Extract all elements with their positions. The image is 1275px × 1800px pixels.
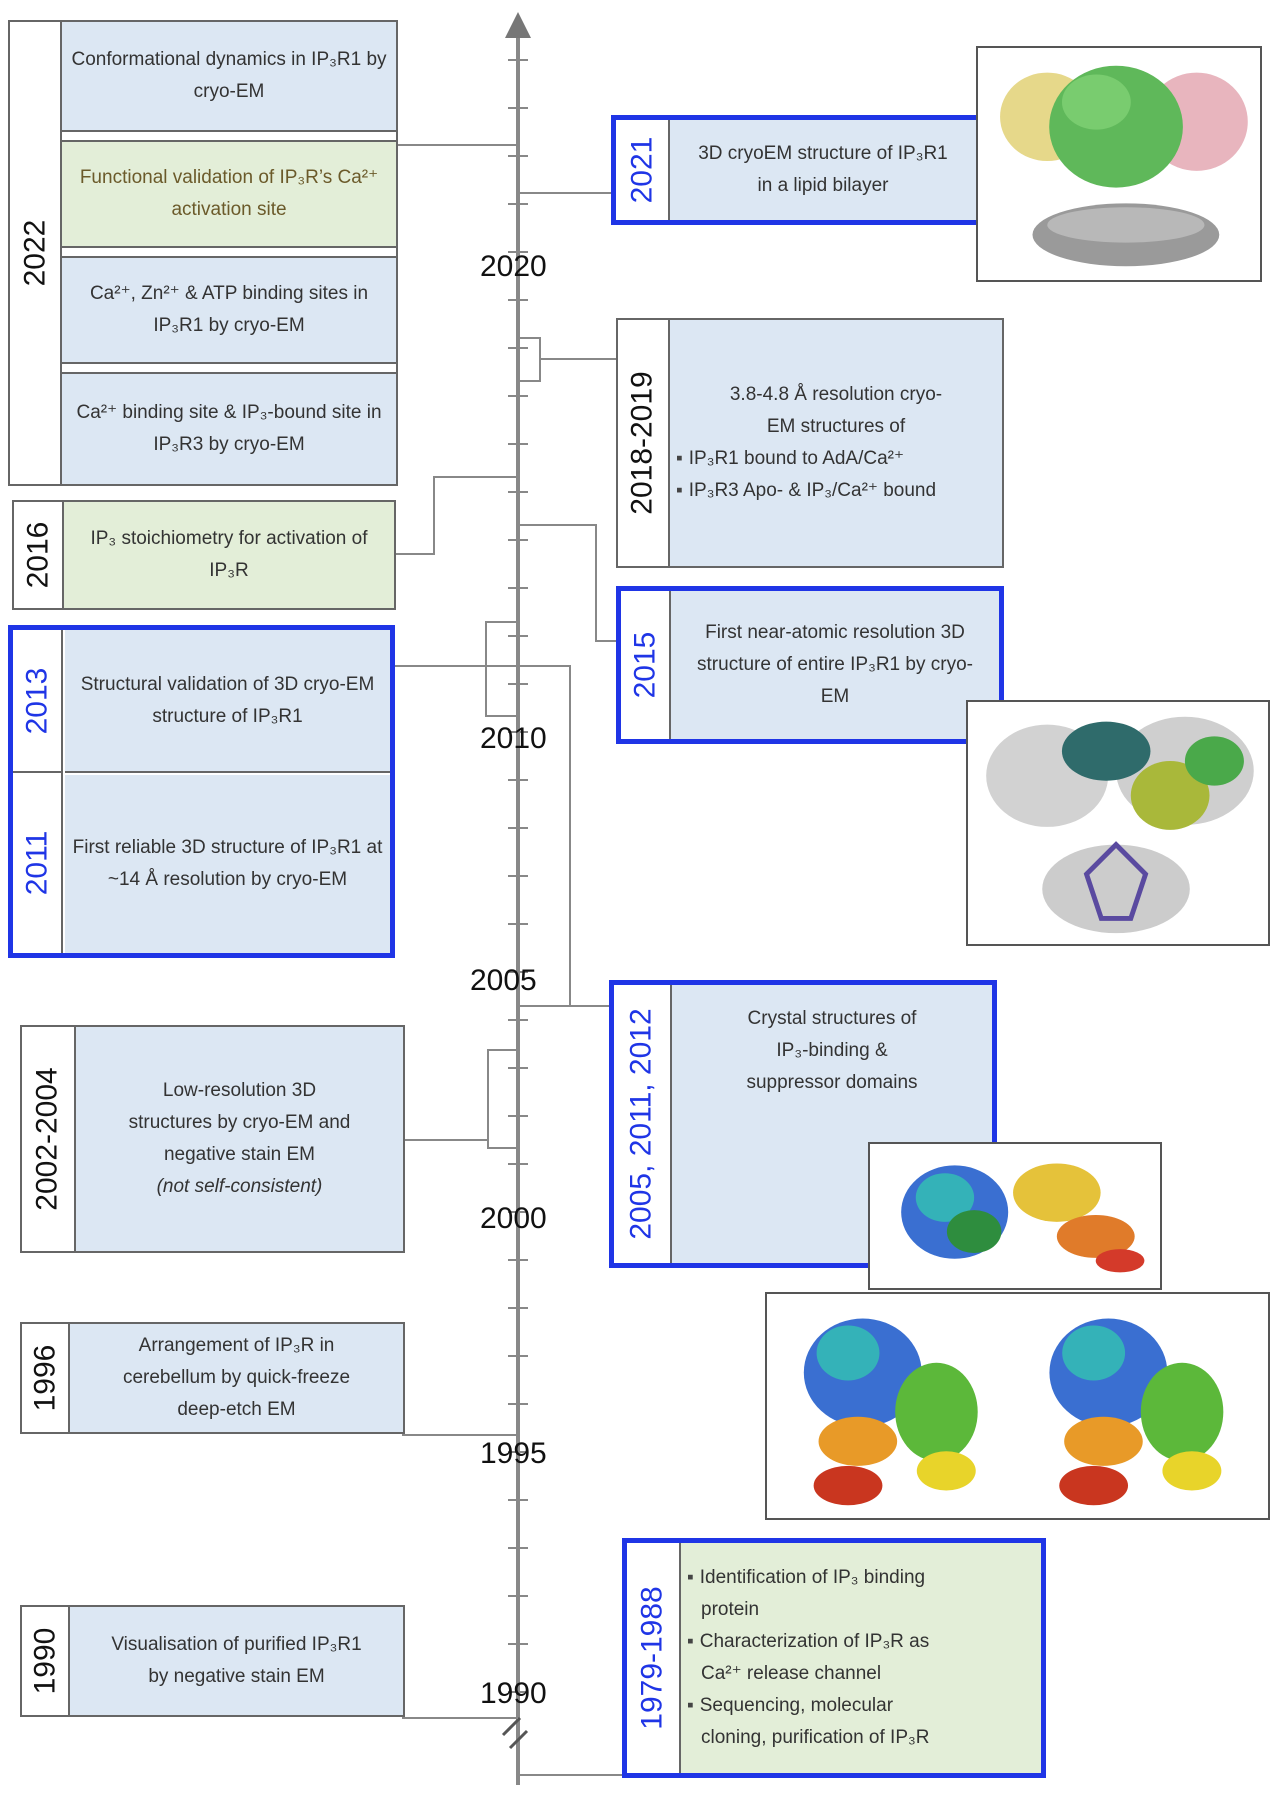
tick-label-2005: 2005 [470,964,537,997]
event-resolution-structures-text: 3.8-4.8 Å resolution cryo-EM structures … [729,384,943,437]
group-1996: 1996 Arrangement of IP₃R in cerebellum b… [20,1322,405,1434]
event-arrangement-cerebellum: Arrangement of IP₃R in cerebellum by qui… [70,1324,403,1432]
event-bullet-characterization-cont: Ca²⁺ release channel [701,1663,882,1684]
tick-label-2010: 2010 [480,722,547,755]
event-bullet-ip3r3-apo: IP₃R3 Apo- & IP₃/Ca²⁺ bound [676,475,936,507]
event-visualisation-purified: Visualisation of purified IP₃R1 by negat… [70,1607,403,1715]
event-lipid-bilayer: 3D cryoEM structure of IP₃R1 in a lipid … [670,120,976,220]
event-structural-validation: Structural validation of 3D cryo-EM stru… [65,630,390,773]
event-low-resolution: Low-resolution 3D structures by cryo-EM … [76,1027,403,1251]
year-label-2013: 2013 [13,630,63,773]
group-1990: 1990 Visualisation of purified IP₃R1 by … [20,1605,405,1717]
event-bullet-sequencing: Sequencing, molecular [687,1690,893,1722]
year-label-2002-2004: 2002-2004 [22,1027,76,1251]
group-2002-2004: 2002-2004 Low-resolution 3D structures b… [20,1025,405,1253]
group-2016: 2016 IP₃ stoichiometry for activation of… [12,500,396,610]
year-label-2015: 2015 [621,591,671,739]
event-bullet-sequencing-cont: cloning, purification of IP₃R [701,1727,930,1748]
event-binding-sites-ip3r1: Ca²⁺, Zn²⁺ & ATP binding sites in IP₃R1 … [62,256,396,364]
group-1979-1988: 1979-1988 Identification of IP₃ binding … [622,1538,1046,1778]
event-low-resolution-text: Low-resolution 3D structures by cryo-EM … [128,1080,351,1165]
axis-break-icon [501,1716,522,1737]
event-functional-validation: Functional validation of IP₃R’s Ca²⁺ act… [62,140,396,248]
event-first-reliable-3d: First reliable 3D structure of IP₃R1 at … [65,775,390,953]
event-early-identification: Identification of IP₃ binding protein Ch… [681,1543,1041,1773]
event-conformational-dynamics: Conformational dynamics in IP₃R1 by cryo… [62,22,396,132]
group-2015: 2015 First near-atomic resolution 3D str… [616,586,1004,744]
event-binding-site-ip3r3: Ca²⁺ binding site & IP₃-bound site in IP… [62,372,396,484]
event-bullet-characterization: Characterization of IP₃R as [687,1626,930,1658]
year-label-2022: 2022 [10,22,62,484]
year-label-2011: 2011 [13,773,63,953]
event-bullet-ip3r1-ada: IP₃R1 bound to AdA/Ca²⁺ [676,443,904,475]
event-bullet-identification-cont: protein [701,1599,760,1620]
year-label-1990: 1990 [22,1607,70,1715]
group-2022: 2022 Conformational dynamics in IP₃R1 by… [8,20,398,486]
tick-label-2000: 2000 [480,1202,547,1235]
year-label-2018-2019: 2018-2019 [618,320,670,566]
group-2013-2011: 2013 Structural validation of 3D cryo-EM… [8,625,395,958]
cryoem-structure-image-2021 [976,46,1262,282]
year-label-1996: 1996 [22,1324,70,1432]
tick-label-1990: 1990 [480,1677,547,1710]
crystal-structure-image-1 [868,1142,1162,1290]
event-near-atomic: First near-atomic resolution 3D structur… [671,591,999,739]
axis-arrow-icon [505,12,531,38]
tick-label-2020: 2020 [480,250,547,283]
event-ip3-stoichiometry: IP₃ stoichiometry for activation of IP₃R [64,502,394,608]
event-bullet-identification: Identification of IP₃ binding [687,1562,925,1594]
year-label-2005-2011-2012: 2005, 2011, 2012 [614,985,672,1263]
year-label-1979-1988: 1979-1988 [627,1543,681,1773]
event-low-resolution-note: (not self-consistent) [156,1176,323,1197]
year-label-2021: 2021 [616,120,670,220]
near-atomic-structure-image [966,700,1270,946]
year-label-2016: 2016 [14,502,64,608]
event-resolution-structures: 3.8-4.8 Å resolution cryo-EM structures … [670,320,1002,566]
group-2021: 2021 3D cryoEM structure of IP₃R1 in a l… [611,115,981,225]
group-2018-2019: 2018-2019 3.8-4.8 Å resolution cryo-EM s… [616,318,1004,568]
tick-label-1995: 1995 [480,1437,547,1470]
crystal-structure-image-2 [765,1292,1270,1520]
